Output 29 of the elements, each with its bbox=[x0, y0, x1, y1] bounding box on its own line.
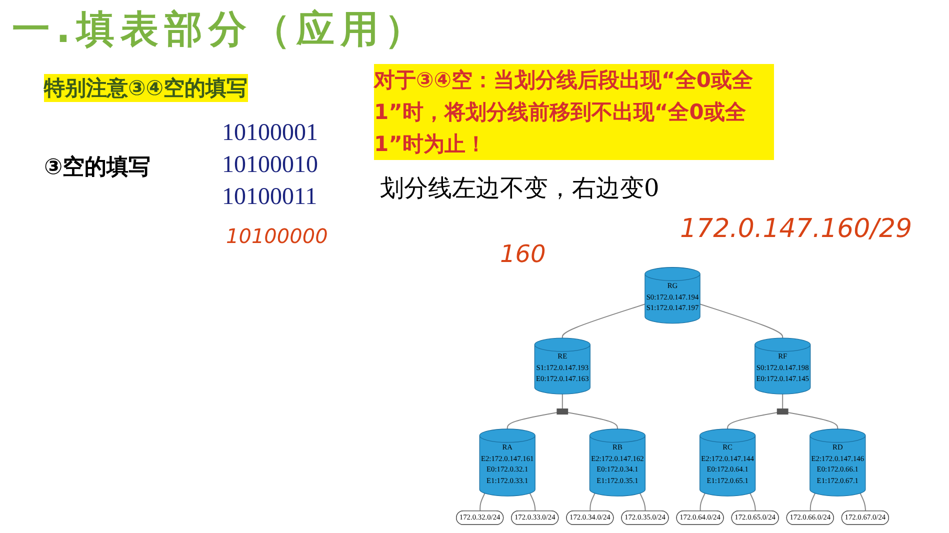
connector bbox=[700, 493, 706, 512]
connector bbox=[750, 493, 756, 512]
connector bbox=[640, 493, 646, 512]
highlighted-note: 特别注意③④空的填写 bbox=[44, 74, 248, 102]
connector bbox=[727, 412, 778, 429]
connector bbox=[782, 394, 784, 409]
connector bbox=[562, 394, 563, 409]
binary-number: 10100011 bbox=[222, 184, 318, 211]
connector bbox=[700, 304, 784, 338]
node-bar bbox=[556, 408, 568, 415]
connector bbox=[480, 493, 486, 512]
binary-number: 10100010 bbox=[222, 152, 318, 179]
step-heading: ③空的填写 bbox=[44, 154, 151, 182]
handwritten-number: 10100000 bbox=[226, 224, 328, 248]
rule-note: 对于③④空：当划分线后段出现“全0或全1”时，将划分线前移到不出现“全0或全1”时为止！ bbox=[374, 64, 774, 160]
connector bbox=[590, 493, 596, 512]
connector bbox=[506, 412, 558, 429]
connector bbox=[529, 493, 536, 512]
connector bbox=[788, 412, 838, 429]
connector bbox=[860, 493, 866, 512]
node-bar bbox=[776, 408, 788, 415]
slide-title: 一.填表部分（应用） bbox=[12, 6, 428, 53]
connector bbox=[810, 493, 816, 512]
handwritten-number: 160 bbox=[500, 240, 546, 268]
handwritten-address: 172.0.147.160/29 bbox=[680, 214, 912, 244]
binary-number: 10100001 bbox=[222, 120, 318, 147]
connector bbox=[562, 304, 646, 338]
connector bbox=[568, 412, 618, 429]
note-text: 划分线左边不变，右边变0 bbox=[380, 173, 660, 204]
